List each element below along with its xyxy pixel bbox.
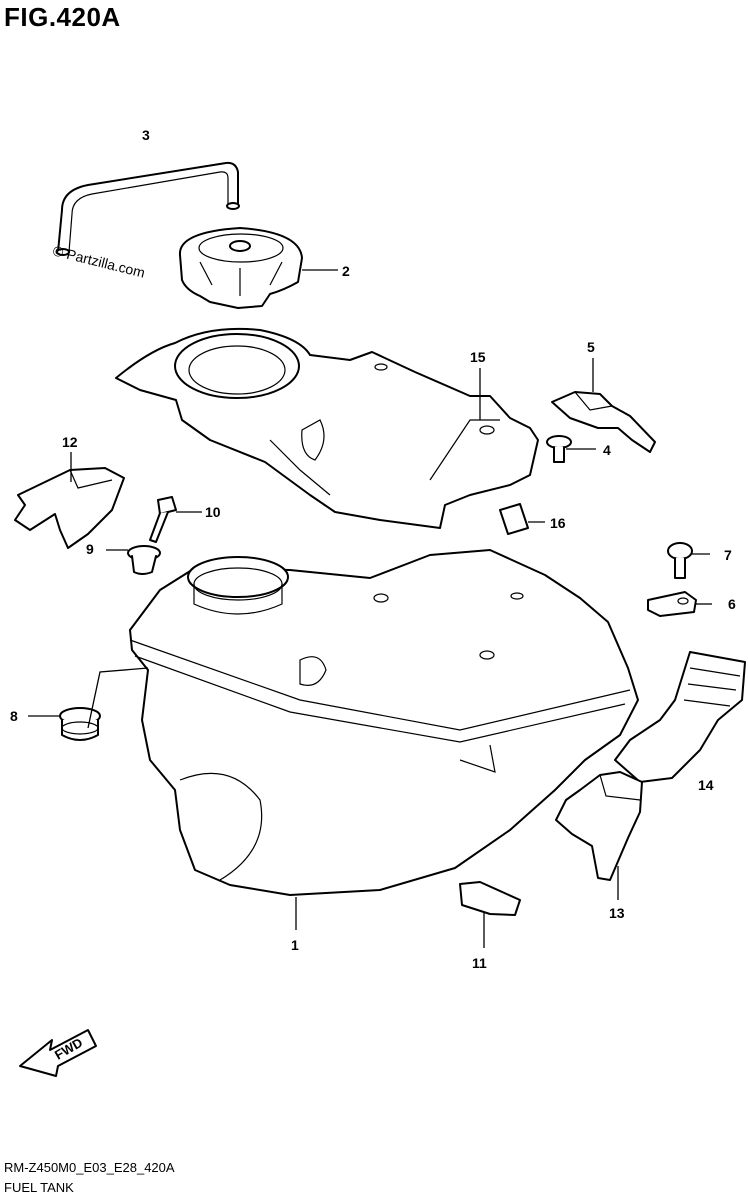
part-15-shroud xyxy=(115,327,539,529)
part-11-clip xyxy=(459,881,521,916)
callout-2: 2 xyxy=(342,263,350,279)
callout-5: 5 xyxy=(587,339,595,355)
part-14-heat-guard xyxy=(614,651,746,783)
diagram-caption: FUEL TANK xyxy=(4,1180,74,1195)
part-7-screw xyxy=(667,542,693,579)
callout-11: 11 xyxy=(472,955,487,971)
part-13-bracket xyxy=(555,771,643,881)
part-3-breather-hose xyxy=(56,161,240,256)
callout-1: 1 xyxy=(291,937,299,953)
part-2-fuel-cap xyxy=(178,227,303,309)
part-4-screw xyxy=(546,435,572,463)
watermark: © Partzilla.com xyxy=(51,242,146,280)
fwd-arrow: FWD xyxy=(19,1029,97,1077)
callout-9: 9 xyxy=(86,541,94,557)
callout-12: 12 xyxy=(62,434,78,450)
callout-8: 8 xyxy=(10,708,18,724)
callout-3: 3 xyxy=(142,127,150,143)
callout-6: 6 xyxy=(728,596,736,612)
part-16-pad xyxy=(499,503,529,535)
part-9-collar xyxy=(127,545,161,575)
callout-13: 13 xyxy=(609,905,625,921)
diagram-code: RM-Z450M0_E03_E28_420A xyxy=(4,1160,175,1175)
part-10-bolt xyxy=(149,496,177,543)
part-12-bracket xyxy=(14,467,125,549)
part-5-bracket xyxy=(551,391,656,453)
figure-title: FIG.420A xyxy=(4,2,121,32)
callout-10: 10 xyxy=(205,504,221,520)
part-6-clamp xyxy=(647,591,697,617)
callout-4: 4 xyxy=(603,442,611,458)
leader-lines xyxy=(28,269,712,948)
callout-14: 14 xyxy=(698,777,714,793)
callout-7: 7 xyxy=(724,547,732,563)
part-1-fuel-tank xyxy=(129,549,639,896)
callout-16: 16 xyxy=(550,515,566,531)
part-8-grommet xyxy=(59,707,101,741)
callout-15: 15 xyxy=(470,349,486,365)
